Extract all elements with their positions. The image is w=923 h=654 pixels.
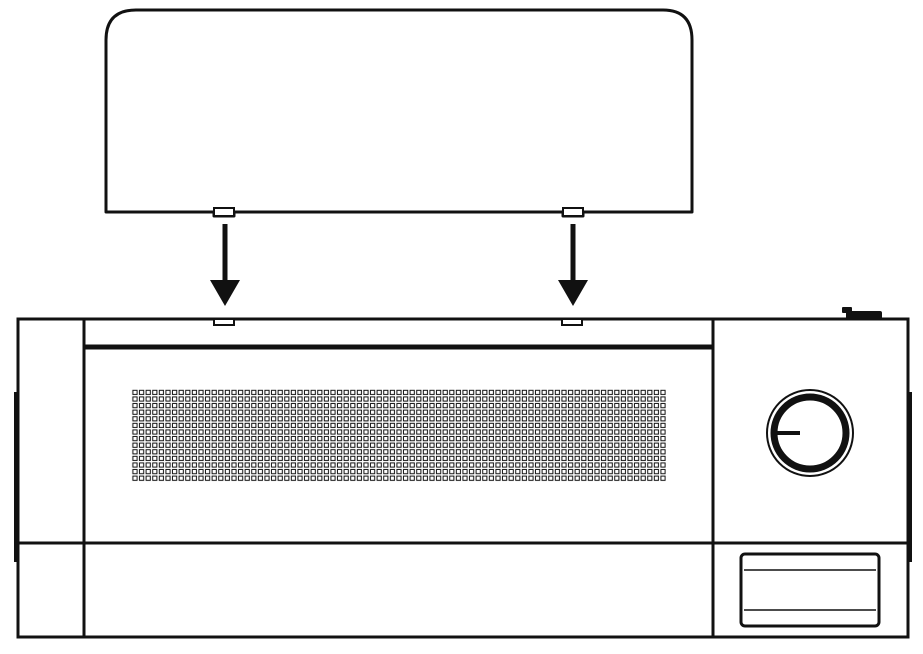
body-clip-left — [213, 318, 235, 326]
cover-clip-left — [213, 207, 235, 217]
cover-clip-right — [562, 207, 584, 217]
body-clip-right — [561, 318, 583, 326]
front-grille — [131, 389, 666, 482]
device-body — [14, 307, 912, 639]
control-knob[interactable] — [766, 389, 854, 477]
power-switch[interactable] — [842, 307, 882, 320]
arrow-right — [558, 224, 588, 306]
arrow-left — [210, 224, 240, 306]
cover-panel — [104, 8, 694, 218]
left-side-tab — [14, 392, 19, 562]
right-side-tab — [907, 392, 912, 562]
bottom-slot — [739, 552, 881, 628]
